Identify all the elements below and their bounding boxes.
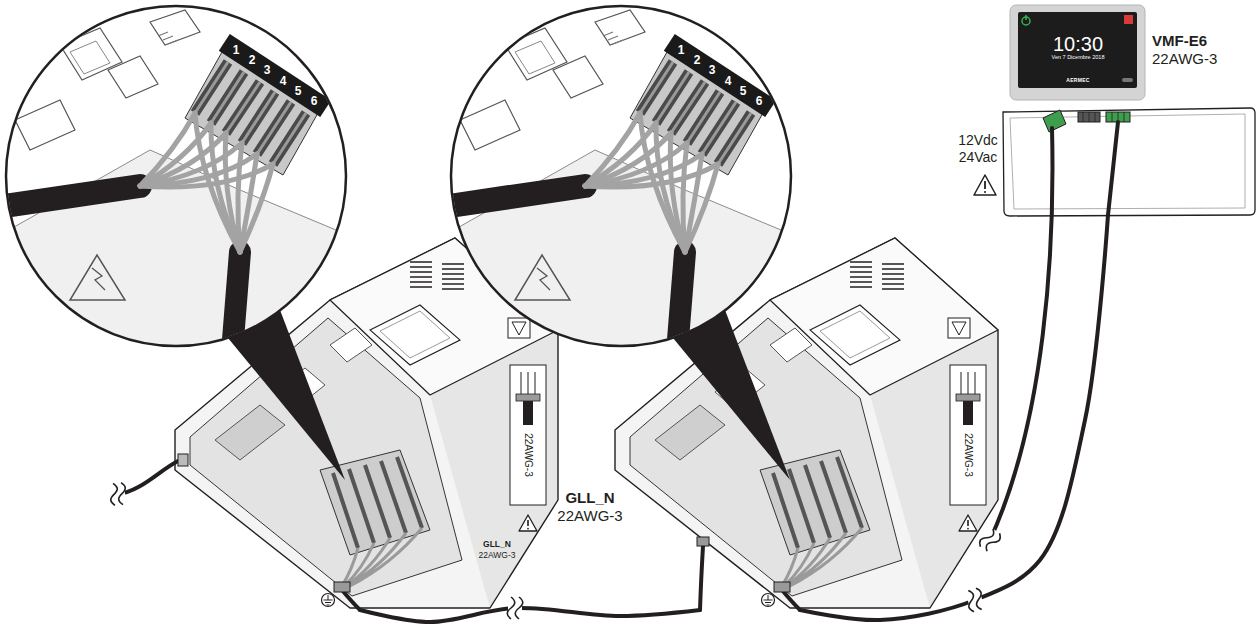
bus-name: GLL_N — [483, 540, 511, 549]
terminal-number: 3 — [709, 64, 716, 76]
cable-break — [965, 587, 986, 612]
display-unit — [1010, 5, 1145, 100]
display-date: Ven 7 Dicembre 2018 — [1052, 55, 1105, 61]
terminal-number: 4 — [280, 75, 287, 87]
incoming-cable — [178, 454, 188, 466]
display-unit — [1025, 15, 1027, 20]
bus-cable — [360, 608, 700, 622]
warning-triangle — [984, 181, 986, 189]
terminal-number: 2 — [249, 54, 256, 66]
brand-mark: AERMEC — [1066, 78, 1089, 83]
controller-unit: 22AWG-3 — [615, 230, 1000, 610]
cable-break — [507, 597, 523, 619]
wall-box — [990, 108, 1255, 540]
display-time: 10:30 — [1053, 34, 1103, 54]
wall-box — [1010, 114, 1245, 209]
incoming-cable — [118, 461, 178, 494]
display-unit — [1018, 12, 1137, 88]
display-unit — [1124, 15, 1133, 24]
wall-box — [1043, 110, 1066, 132]
terminal-number: 5 — [740, 85, 747, 97]
wall-thermostat: 10:30Ven 7 Dicembre 2018AERMEC VMF-E6 22AW… — [1005, 3, 1255, 215]
display-unit — [1122, 78, 1133, 82]
bus-name: GLL_N — [563, 490, 616, 505]
cable-entry — [700, 546, 703, 610]
cable — [1108, 122, 1118, 215]
cable-entry — [697, 537, 709, 610]
terminal-number: 6 — [311, 95, 318, 107]
cable-entry — [697, 537, 709, 546]
cable-break — [109, 482, 126, 505]
cable-break — [977, 527, 1002, 554]
terminal-number: 3 — [264, 64, 271, 76]
zoom-callout — [0, 6, 360, 480]
terminal-number: 1 — [233, 44, 240, 56]
warning-triangle — [974, 175, 996, 195]
terminal-number: 6 — [756, 95, 763, 107]
terminal-number: 1 — [678, 44, 685, 56]
wall-box — [1003, 108, 1255, 216]
terminal-number: 4 — [725, 75, 732, 87]
display-unit — [1010, 5, 1145, 100]
supply-voltage: 12Vdc — [958, 133, 998, 147]
cable-spec: 22AWG-3 — [478, 551, 515, 560]
warning-triangle — [974, 175, 996, 195]
warning-triangle — [984, 191, 986, 193]
cable-spec: 22AWG-3 — [1152, 51, 1217, 66]
model-name: VMF-E6 — [1152, 33, 1207, 48]
terminal-number: 5 — [295, 85, 302, 97]
power-cable — [990, 128, 1052, 540]
terminal-number: 2 — [694, 54, 701, 66]
supply-voltage: 24Vac — [959, 150, 998, 164]
cable-spec: 22AWG-3 — [557, 508, 622, 523]
bus-cable — [800, 215, 1108, 620]
cable-spec-tag: 22AWG-3 — [523, 433, 533, 477]
cable-spec-tag: 22AWG-3 — [963, 433, 973, 477]
zoom-callout — [435, 6, 805, 480]
incoming-cable — [118, 454, 188, 494]
